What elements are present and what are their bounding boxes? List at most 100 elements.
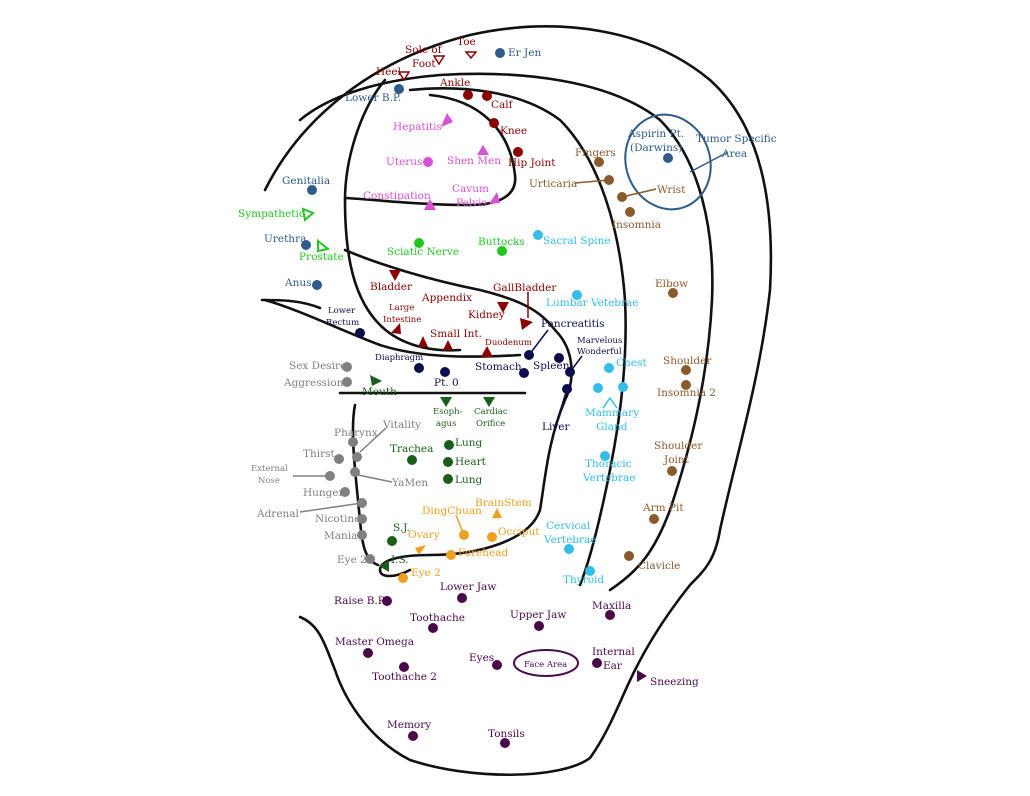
mammary-label: Mammary	[585, 407, 639, 419]
eye2a-point	[365, 554, 375, 564]
diaphragm-point	[414, 363, 424, 373]
thyroid-point	[585, 566, 595, 576]
labels-darkgreen: Mouth Esoph- agus Cardiac Orifice Trache…	[362, 386, 508, 566]
large-intestine-marker	[391, 323, 401, 334]
orifice-label: Orifice	[476, 419, 505, 429]
sciatic-nerve-label: Sciatic Nerve	[387, 246, 459, 258]
toothache2-point	[399, 662, 409, 672]
hip-joint-label: Hip Joint	[508, 157, 556, 169]
urticaria-label: Urticaria	[529, 178, 577, 190]
mouth-marker	[370, 375, 382, 386]
calf-label: Calf	[491, 99, 514, 111]
hunger-label: Hunger	[303, 487, 345, 499]
heel-label: Heel	[376, 66, 402, 78]
lung-label-2: Lung	[455, 474, 482, 486]
bladder-marker	[389, 270, 401, 281]
spleen-point	[554, 353, 564, 363]
lower-label: Lower	[328, 306, 356, 316]
stomach-label: Stomach	[475, 361, 522, 373]
maxilla-point	[605, 610, 615, 620]
pt0-point	[440, 367, 450, 377]
sex-desire-point	[342, 362, 352, 372]
brainstem-label: BrainStem	[475, 497, 532, 509]
mouth-label: Mouth	[362, 386, 397, 398]
shoulder-label: Shoulder	[663, 355, 712, 367]
urethra-label: Urethra	[264, 233, 306, 245]
labels-purple: Lower Jaw Raise B.P. Maxilla Upper Jaw T…	[334, 581, 699, 740]
labels-navy: Lower Rectum Pancreatitis Marvelous Wond…	[326, 306, 622, 433]
thoracic-label: Thoracic	[585, 458, 632, 470]
occiput-point	[487, 532, 497, 542]
buttocks-point	[497, 246, 507, 256]
shoulder-joint-point	[667, 466, 677, 476]
tumor-pointer-line	[689, 151, 729, 173]
thoracic-point	[600, 451, 610, 461]
constipation-marker	[424, 199, 436, 210]
fingers-label: Fingers	[575, 147, 616, 159]
gland-label: Gland	[596, 421, 628, 433]
lower-bp-point	[394, 84, 404, 94]
pt0-label: Pt. 0	[434, 377, 459, 389]
arm-pit-point	[649, 514, 659, 524]
darwins-label: (Darwins)	[630, 142, 682, 154]
foot-label: Foot	[412, 58, 436, 70]
aggression-point	[342, 377, 352, 387]
hepatitis-marker	[441, 113, 453, 127]
cervical-point	[564, 544, 574, 554]
knee-label: Knee	[500, 125, 527, 137]
esoph-label: Esoph-	[433, 407, 463, 417]
shoulder-point	[681, 365, 691, 375]
labels-magenta: Hepatitis Uterus Shen Men Constipation C…	[363, 121, 501, 209]
liver-label: Liver	[542, 421, 570, 433]
lower-jaw-point	[457, 593, 467, 603]
prostate-marker	[317, 238, 331, 253]
brown-points	[574, 157, 691, 561]
aggression-label: Aggression	[283, 377, 344, 389]
labels-brown: Fingers Urticaria Wrist Insomnia Elbow S…	[529, 147, 716, 572]
sj-point	[387, 536, 397, 546]
labels-orange: BrainStem DingChuan Ovary Occiput Forehe…	[408, 497, 540, 579]
er-jen-point	[495, 48, 505, 58]
hunger-point	[340, 487, 350, 497]
ovary-label: Ovary	[408, 529, 440, 541]
bladder-label: Bladder	[370, 281, 413, 293]
tonsils-label: Tonsils	[488, 728, 525, 740]
shen-men-marker	[477, 145, 489, 155]
appendix-label: Appendix	[421, 292, 472, 304]
pancreatitis-label: Pancreatitis	[541, 318, 605, 330]
appendix-marker	[418, 336, 428, 347]
genitalia-point	[307, 185, 317, 195]
area-label: Area	[721, 148, 747, 160]
lower-rectum-point	[355, 328, 365, 338]
dingchuan-label: DingChuan	[422, 505, 482, 517]
insomnia-label: Insomnia	[612, 219, 661, 231]
urethra-point	[301, 240, 311, 250]
elbow-label: Elbow	[655, 278, 688, 290]
eye2b-point	[398, 573, 408, 583]
ankle-point	[463, 90, 473, 100]
lung-label-1: Lung	[455, 437, 482, 449]
clavicle-point	[624, 551, 634, 561]
adrenal-label: Adrenal	[256, 508, 300, 520]
triangular-fossa	[343, 93, 517, 207]
outer-helix	[263, 25, 773, 777]
sciatic-nerve-point	[414, 238, 424, 248]
intestine-label: Intestine	[383, 315, 421, 325]
uterus-label: Uterus	[386, 156, 422, 168]
sympathetic-marker	[301, 207, 315, 222]
prostate-label: Prostate	[299, 251, 344, 263]
tumor-specific-label: Tumor Specific	[696, 133, 777, 145]
hepatitis-label: Hepatitis	[393, 121, 442, 133]
magenta-points	[423, 113, 500, 210]
ear-outline	[260, 25, 773, 777]
clavicle-label: Clavicle	[638, 560, 680, 572]
lumbar-point	[572, 290, 582, 300]
small-int-marker	[443, 340, 453, 350]
lung-point-1	[444, 440, 454, 450]
mammary-point-1	[593, 383, 603, 393]
constipation-label: Constipation	[363, 190, 431, 202]
lower-bp-label: Lower B.P.	[345, 92, 401, 104]
kidney-label: Kidney	[468, 309, 505, 321]
elbow-point	[668, 288, 678, 298]
eyes-label: Eyes	[469, 652, 494, 664]
